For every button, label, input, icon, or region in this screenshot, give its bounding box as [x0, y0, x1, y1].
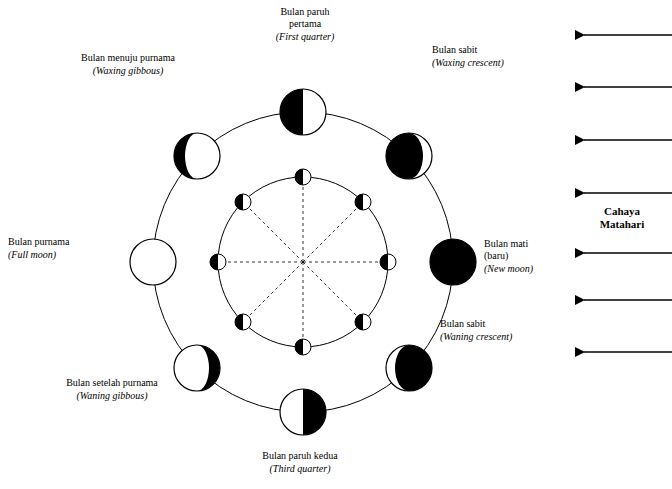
- phase-label: Bulan mati (baru): [484, 238, 538, 262]
- inner-orbit: [218, 177, 388, 347]
- phase-label: Bulan setelah purnama: [52, 377, 172, 389]
- orbit-circle: [153, 112, 453, 412]
- phase-label: (Waning crescent): [440, 331, 560, 343]
- phase-label: (New moon): [484, 263, 564, 275]
- phase-label: Bulan paruh pertama: [270, 6, 340, 30]
- sunlight-label: Cahaya Matahari: [591, 205, 653, 231]
- phase-label: (Waxing crescent): [432, 57, 552, 69]
- phase-label: Bulan sabit: [440, 318, 560, 330]
- phase-label: (Waning gibbous): [52, 390, 172, 402]
- phase-label: (Waxing gibbous): [53, 65, 203, 77]
- phase-label: Bulan purnama: [8, 236, 118, 248]
- inner-moons: [210, 169, 396, 355]
- phase-label: Bulan paruh kedua: [230, 450, 370, 462]
- phase-label: Bulan sabit: [432, 44, 552, 56]
- phase-label: (First quarter): [250, 31, 360, 43]
- sunlight-arrows: [584, 35, 672, 352]
- phase-label: (Full moon): [8, 249, 118, 261]
- spokes: [218, 177, 388, 347]
- phase-label: (Third quarter): [230, 463, 370, 475]
- phase-label: Bulan menuju purnama: [53, 52, 203, 64]
- moon-phase: [130, 89, 476, 435]
